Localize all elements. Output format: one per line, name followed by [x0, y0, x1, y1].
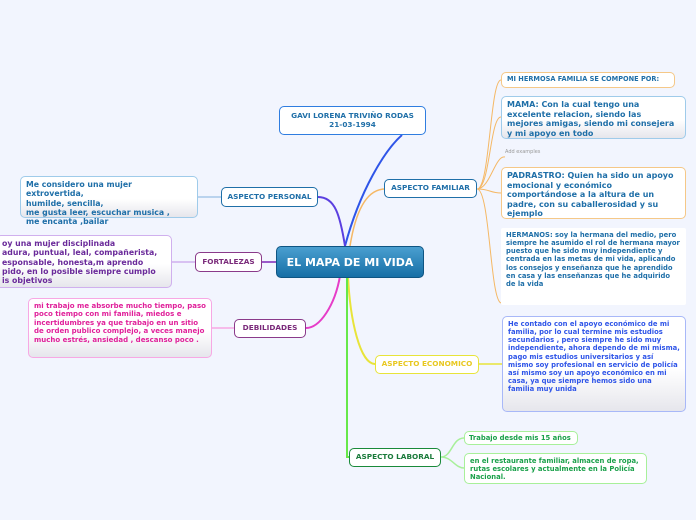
- debilidades-text-node[interactable]: mi trabajo me absorbe mucho tiempo, paso…: [28, 298, 212, 358]
- connector-economico: [347, 275, 376, 365]
- connector-familiar-items: [476, 79, 506, 304]
- hermanos-node[interactable]: HERMANOS: soy la hermana del medio, pero…: [501, 228, 686, 305]
- laboral-item-2[interactable]: en el restaurante familiar, almacen de r…: [464, 453, 647, 484]
- laboral-item-1[interactable]: Trabajo desde mis 15 años: [464, 431, 578, 445]
- aspecto-laboral-node[interactable]: ASPECTO LABORAL: [349, 448, 441, 467]
- birth-date: 21-03-1994: [329, 119, 376, 129]
- person-name: GAVI LORENA TRIVIÑO RODAS: [291, 110, 414, 120]
- fortalezas-text-node[interactable]: oy una mujer disciplinada adura, puntual…: [0, 235, 172, 288]
- connector-header: [344, 134, 403, 247]
- padrastro-node[interactable]: PADRASTRO: Quien ha sido un apoyo emocio…: [501, 167, 686, 219]
- connector-familiar: [349, 188, 385, 247]
- aspecto-economico-node[interactable]: ASPECTO ECONOMICO: [375, 355, 479, 374]
- personal-text-node[interactable]: Me considero una mujer extrovertida, hum…: [20, 176, 198, 226]
- add-examples-link[interactable]: Add examples: [505, 149, 541, 155]
- connector-laboral-items: [440, 437, 465, 469]
- fortalezas-node[interactable]: FORTALEZAS: [195, 252, 262, 272]
- familia-header-node[interactable]: MI HERMOSA FAMILIA SE COMPONE POR:: [501, 72, 675, 88]
- header-node[interactable]: GAVI LORENA TRIVIÑO RODAS 21-03-1994: [279, 106, 426, 135]
- central-topic[interactable]: EL MAPA DE MI VIDA: [276, 246, 424, 278]
- aspecto-familiar-node[interactable]: ASPECTO FAMILIAR: [384, 179, 477, 198]
- connector-personal: [317, 196, 346, 247]
- economico-text-node[interactable]: He contado con el apoyo económico de mi …: [502, 316, 686, 412]
- aspecto-personal-node[interactable]: ASPECTO PERSONAL: [221, 187, 318, 207]
- connector-laboral: [346, 276, 349, 458]
- connector-debilidades: [305, 275, 341, 329]
- debilidades-node[interactable]: DEBILIDADES: [234, 319, 306, 338]
- mama-node[interactable]: MAMA: Con la cual tengo una excelente re…: [501, 96, 686, 139]
